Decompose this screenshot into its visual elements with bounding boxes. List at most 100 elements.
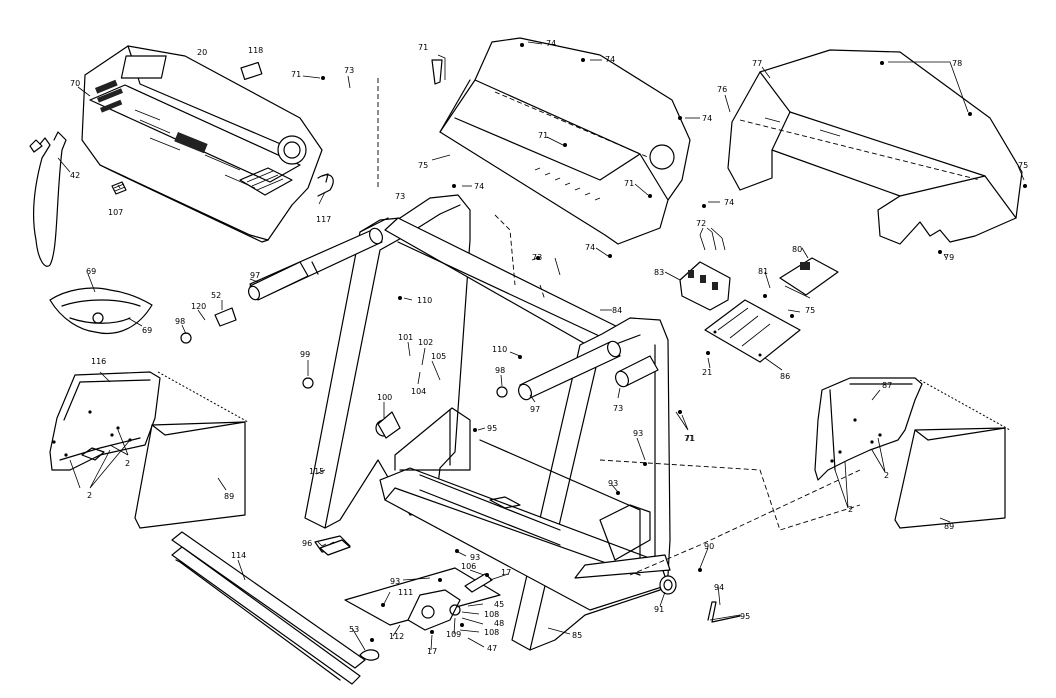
label-120: 120: [191, 302, 206, 311]
label-105: 105: [431, 352, 446, 361]
label-117: 117: [316, 215, 331, 224]
label-99: 99: [300, 350, 310, 359]
label-108-b: 108: [484, 628, 499, 637]
part-labels: 20 118 70 42 107 117 71 73 71 74 74 74 7…: [70, 39, 1028, 656]
label-71-a: 71: [291, 70, 301, 79]
label-21: 21: [702, 368, 712, 377]
label-97-a: 97: [250, 271, 260, 280]
label-74-d: 74: [724, 198, 734, 207]
label-42: 42: [70, 171, 80, 180]
label-73-a: 73: [344, 66, 354, 75]
label-94: 94: [714, 583, 724, 592]
label-85: 85: [572, 631, 582, 640]
label-75-b: 75: [1018, 161, 1028, 170]
label-74-c: 74: [702, 114, 712, 123]
label-100: 100: [377, 393, 392, 402]
label-79: 79: [944, 253, 954, 262]
label-118: 118: [248, 46, 263, 55]
motor-hood-icon: [431, 37, 691, 245]
label-116: 116: [91, 357, 106, 366]
label-93-d: 93: [390, 577, 400, 586]
label-95: 95: [487, 424, 497, 433]
label-48: 48: [494, 619, 504, 628]
label-17-a: 17: [501, 568, 511, 577]
label-2-c: 2: [884, 471, 889, 480]
label-80: 80: [792, 245, 802, 254]
label-115: 115: [309, 467, 324, 476]
controller-board-icon: [679, 231, 839, 363]
label-109: 109: [446, 630, 461, 639]
label-87: 87: [882, 381, 892, 390]
left-side-rail: [49, 371, 249, 529]
label-71-e: 71: [684, 434, 694, 443]
label-112: 112: [389, 632, 404, 641]
label-76: 76: [717, 85, 727, 94]
frame-icon: [304, 194, 861, 651]
motor-mount: [49, 287, 153, 334]
label-86: 86: [780, 372, 790, 381]
label-77: 77: [752, 59, 762, 68]
side-rail-icon: [814, 377, 1011, 529]
label-17-b: 17: [427, 647, 437, 656]
label-74-b: 74: [605, 55, 615, 64]
label-73-d: 73: [613, 404, 623, 413]
label-52: 52: [211, 291, 221, 300]
label-2-d: 2: [848, 505, 853, 514]
leader-lines: [57, 41, 1025, 651]
roller-icon: [180, 227, 659, 439]
label-75-c: 75: [805, 306, 815, 315]
label-110-b: 110: [492, 345, 507, 354]
label-101: 101: [398, 333, 413, 342]
label-110-a: 110: [417, 296, 432, 305]
console-icon: [29, 45, 334, 267]
part-96: [319, 539, 351, 556]
label-89-a: 89: [224, 492, 234, 501]
label-71-c: 71: [538, 131, 548, 140]
label-71-d: 71: [624, 179, 634, 188]
label-83: 83: [654, 268, 664, 277]
label-91: 91: [654, 605, 664, 614]
label-71-b: 71: [418, 43, 428, 52]
label-47: 47: [487, 644, 497, 653]
label-98-a: 98: [175, 317, 185, 326]
part-94: [707, 601, 741, 623]
label-71-f: 71: [685, 434, 695, 443]
deck-plate: [171, 531, 366, 685]
label-108-a: 108: [484, 610, 499, 619]
label-73-c: 73: [532, 253, 542, 262]
label-97-b: 97: [530, 405, 540, 414]
label-69-a: 69: [86, 267, 96, 276]
label-93-c: 93: [470, 553, 480, 562]
label-78: 78: [952, 59, 962, 68]
label-114: 114: [231, 551, 246, 560]
label-70: 70: [70, 79, 80, 88]
label-93-a: 93: [633, 429, 643, 438]
label-74-e: 74: [474, 182, 484, 191]
label-111: 111: [398, 588, 413, 597]
label-98-b: 98: [495, 366, 505, 375]
motor-cover: [727, 49, 1023, 245]
label-84: 84: [612, 306, 622, 315]
lower-bracket: [314, 535, 501, 661]
label-73-b: 73: [395, 192, 405, 201]
label-75: 75: [418, 161, 428, 170]
label-2-b: 2: [87, 491, 92, 500]
label-96: 96: [302, 539, 312, 548]
label-74-a: 74: [546, 39, 556, 48]
label-72: 72: [696, 219, 706, 228]
label-102: 102: [418, 338, 433, 347]
label-81: 81: [758, 267, 768, 276]
label-20: 20: [197, 48, 207, 57]
label-74-f: 74: [585, 243, 595, 252]
label-104: 104: [411, 387, 426, 396]
label-106: 106: [461, 562, 476, 571]
label-90: 90: [704, 542, 714, 551]
label-53: 53: [349, 625, 359, 634]
label-93-b: 93: [608, 479, 618, 488]
label-2-a: 2: [125, 459, 130, 468]
label-45: 45: [494, 600, 504, 609]
label-89-b: 89: [944, 522, 954, 531]
label-69-b: 69: [142, 326, 152, 335]
